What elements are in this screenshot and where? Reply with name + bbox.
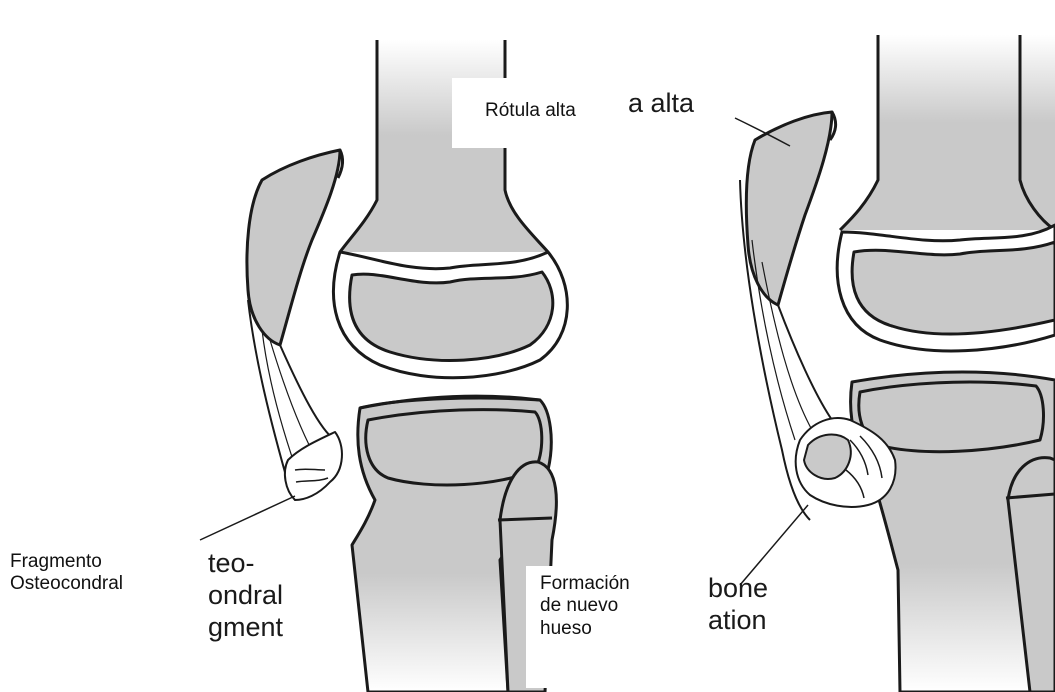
left-osteochondral-fragment [285,432,342,500]
label-en-patella-alta: a alta [628,88,694,120]
label-line: Fragmento [10,551,123,573]
label-en-line: ation [708,605,768,637]
label-line: hueso [540,618,630,640]
label-en-line: ondral [208,580,283,612]
label-formacion-nuevo-hueso: Formación de nuevo hueso [540,573,630,640]
label-en-new-bone: bone ation [708,573,768,637]
label-line: Formación [540,573,630,595]
label-line: Osteocondral [10,573,123,595]
right-knee [735,35,1055,692]
right-femur [840,35,1055,230]
label-fragmento-osteocondral: Fragmento Osteocondral [10,551,123,596]
label-en-line: gment [208,612,283,644]
label-line: de nuevo [540,595,630,617]
label-en-osteochondral-fragment: teo- ondral gment [208,548,283,644]
left-patella [247,150,340,345]
label-en-line: teo- [208,548,283,580]
label-rotula-alta: Rótula alta [485,100,576,122]
label-en-line: bone [708,573,768,605]
right-patella [746,112,832,305]
